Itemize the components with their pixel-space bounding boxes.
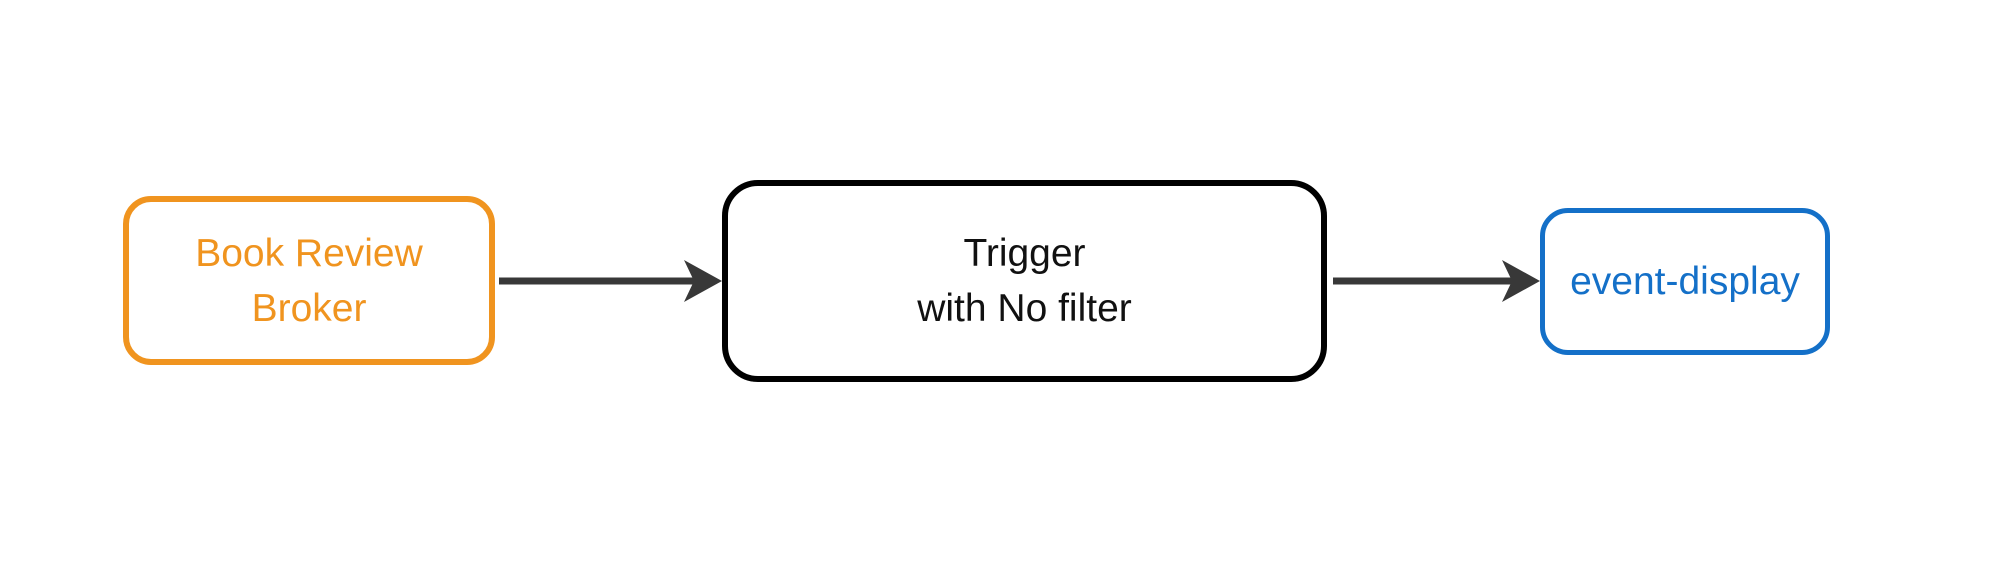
node-event-display: event-display <box>1540 208 1830 355</box>
node-trigger-with-no-filter: Trigger with No filter <box>722 180 1327 382</box>
arrowhead-icon <box>684 260 722 302</box>
node-label-line: Book Review <box>195 231 423 275</box>
node-label-line: Trigger <box>963 232 1086 275</box>
node-label-line: Broker <box>251 286 367 330</box>
node-label-line: with No filter <box>917 287 1132 330</box>
arrowhead-icon <box>1502 260 1540 302</box>
node-book-review-broker: Book Review Broker <box>123 196 495 365</box>
node-label-line: event-display <box>1570 260 1800 303</box>
edge-trigger-to-event-display <box>1333 260 1540 302</box>
edge-broker-to-trigger <box>499 260 722 302</box>
